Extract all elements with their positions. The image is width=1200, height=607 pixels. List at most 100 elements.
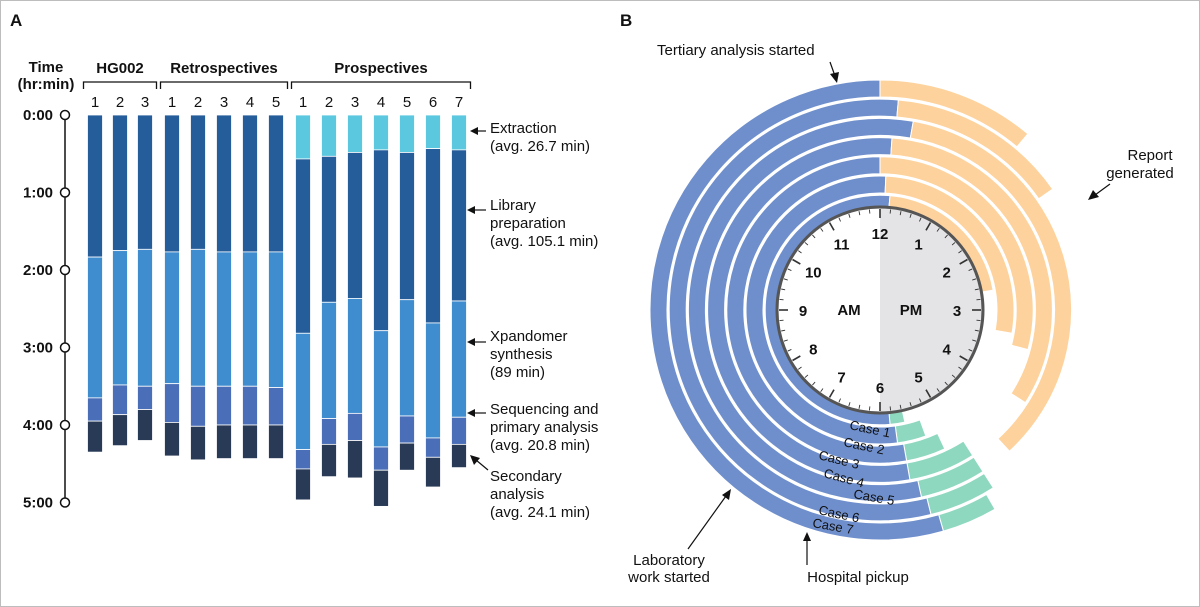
bar-segment-library	[268, 114, 284, 253]
hour-tick	[792, 258, 801, 265]
category-label: 2	[194, 94, 202, 111]
category-label: 3	[220, 94, 228, 111]
minute-tick	[936, 388, 940, 392]
category-label: 6	[429, 94, 437, 111]
tertiary-segment	[890, 137, 1053, 404]
panel-a-label: A	[10, 11, 22, 30]
bar-segment-sequencing	[373, 446, 389, 471]
hour-tick	[828, 222, 835, 231]
stacked-bar	[164, 114, 180, 457]
annotation-text: Sequencing and	[490, 401, 598, 418]
hour-tick	[925, 222, 932, 231]
bar-segment-secondary	[451, 443, 467, 469]
tertiary-segment	[879, 79, 1029, 148]
minute-tick	[812, 234, 816, 239]
category-label: 4	[377, 94, 385, 111]
minute-tick	[812, 381, 816, 386]
bar-segment-secondary	[242, 424, 258, 459]
bar-segment-xpandomer	[137, 248, 153, 387]
clock-hour-label: 1	[914, 236, 922, 253]
bar-segment-secondary	[268, 424, 284, 459]
stacked-bar	[321, 114, 337, 478]
bar-segment-library	[425, 148, 441, 324]
minute-tick	[848, 213, 851, 218]
bar-segment-secondary	[295, 468, 311, 501]
minute-tick	[919, 217, 922, 222]
case-label: Case 5	[852, 486, 895, 508]
bar-segment-extraction	[347, 114, 363, 153]
hour-tick	[925, 389, 932, 398]
bar-segment-xpandomer	[87, 256, 103, 399]
tick-label: 4:00	[23, 417, 53, 434]
case-ring	[745, 175, 1015, 445]
annotation-text: (avg. 20.8 min)	[490, 437, 590, 454]
bar-segment-secondary	[164, 422, 180, 457]
stacked-bar	[190, 114, 206, 461]
bar-segment-secondary	[321, 443, 337, 478]
category-label: 2	[116, 94, 124, 111]
case-ring	[707, 137, 1053, 483]
tick-marker	[59, 342, 71, 353]
clock-hour-label: 9	[799, 303, 807, 320]
stacked-bar	[425, 114, 441, 488]
clock-hour-label: 8	[809, 342, 817, 359]
bar-segment-sequencing	[347, 412, 363, 441]
hour-tick	[792, 355, 801, 362]
bar-segment-sequencing	[451, 416, 467, 445]
annotation-text: generated	[1106, 165, 1174, 182]
minute-tick	[848, 402, 851, 407]
minute-tick	[958, 366, 962, 370]
annotation-tertiary: Tertiary analysis started	[657, 42, 839, 83]
bar-segment-xpandomer	[164, 251, 180, 385]
bar-segment-library	[373, 149, 389, 332]
stacked-bar	[373, 114, 389, 507]
minute-tick	[944, 381, 948, 386]
group-label: HG002	[96, 60, 144, 77]
tertiary-segment	[909, 120, 1073, 452]
annotation-text: (avg. 24.1 min)	[490, 504, 590, 521]
bar-segment-secondary	[216, 424, 232, 459]
bar-segment-sequencing	[425, 437, 441, 458]
annotation-arrowhead	[467, 409, 475, 417]
annotation-text: work started	[627, 569, 710, 586]
tick-marker	[59, 264, 71, 276]
tertiary-segment	[879, 156, 1034, 351]
bar-segment-sequencing	[87, 397, 103, 422]
bar-segment-xpandomer	[321, 301, 337, 419]
minute-tick	[783, 339, 788, 342]
clock-hour-label: 5	[914, 370, 922, 387]
stage-annotations: Extraction(avg. 26.7 min)Librarypreparat…	[467, 120, 598, 521]
minute-tick	[951, 242, 956, 246]
stacked-bar	[216, 114, 232, 459]
tick-marker	[59, 497, 71, 508]
annotation-text: (89 min)	[490, 364, 545, 381]
bar-segment-xpandomer	[295, 332, 311, 450]
bar-segment-library	[347, 152, 363, 299]
annotation-text: Extraction	[490, 120, 557, 137]
tick-marker	[59, 187, 71, 198]
stacked-bar	[295, 114, 311, 501]
bar-segment-secondary	[87, 420, 103, 453]
bar-segment-library	[112, 114, 128, 252]
bar-segment-secondary	[347, 440, 363, 479]
bar-segment-extraction	[321, 114, 337, 157]
bar-segment-library	[242, 114, 258, 253]
clock-hour-label: 12	[872, 226, 889, 243]
minute-tick	[838, 217, 841, 222]
tick-label: 1:00	[23, 185, 53, 202]
annotation-text: Hospital pickup	[807, 569, 909, 586]
category-label: 3	[351, 94, 359, 111]
y-axis-label-line: (hr:min)	[18, 76, 75, 93]
minute-tick	[781, 329, 786, 332]
bar-segment-sequencing	[137, 385, 153, 410]
panel-b-label: B	[620, 11, 632, 30]
timeline-annotations: Tertiary analysis startedReportgenerated…	[627, 42, 1174, 586]
clock-hour-label: 10	[805, 265, 822, 282]
case-ring	[687, 117, 1073, 503]
stacked-bars	[87, 114, 467, 507]
